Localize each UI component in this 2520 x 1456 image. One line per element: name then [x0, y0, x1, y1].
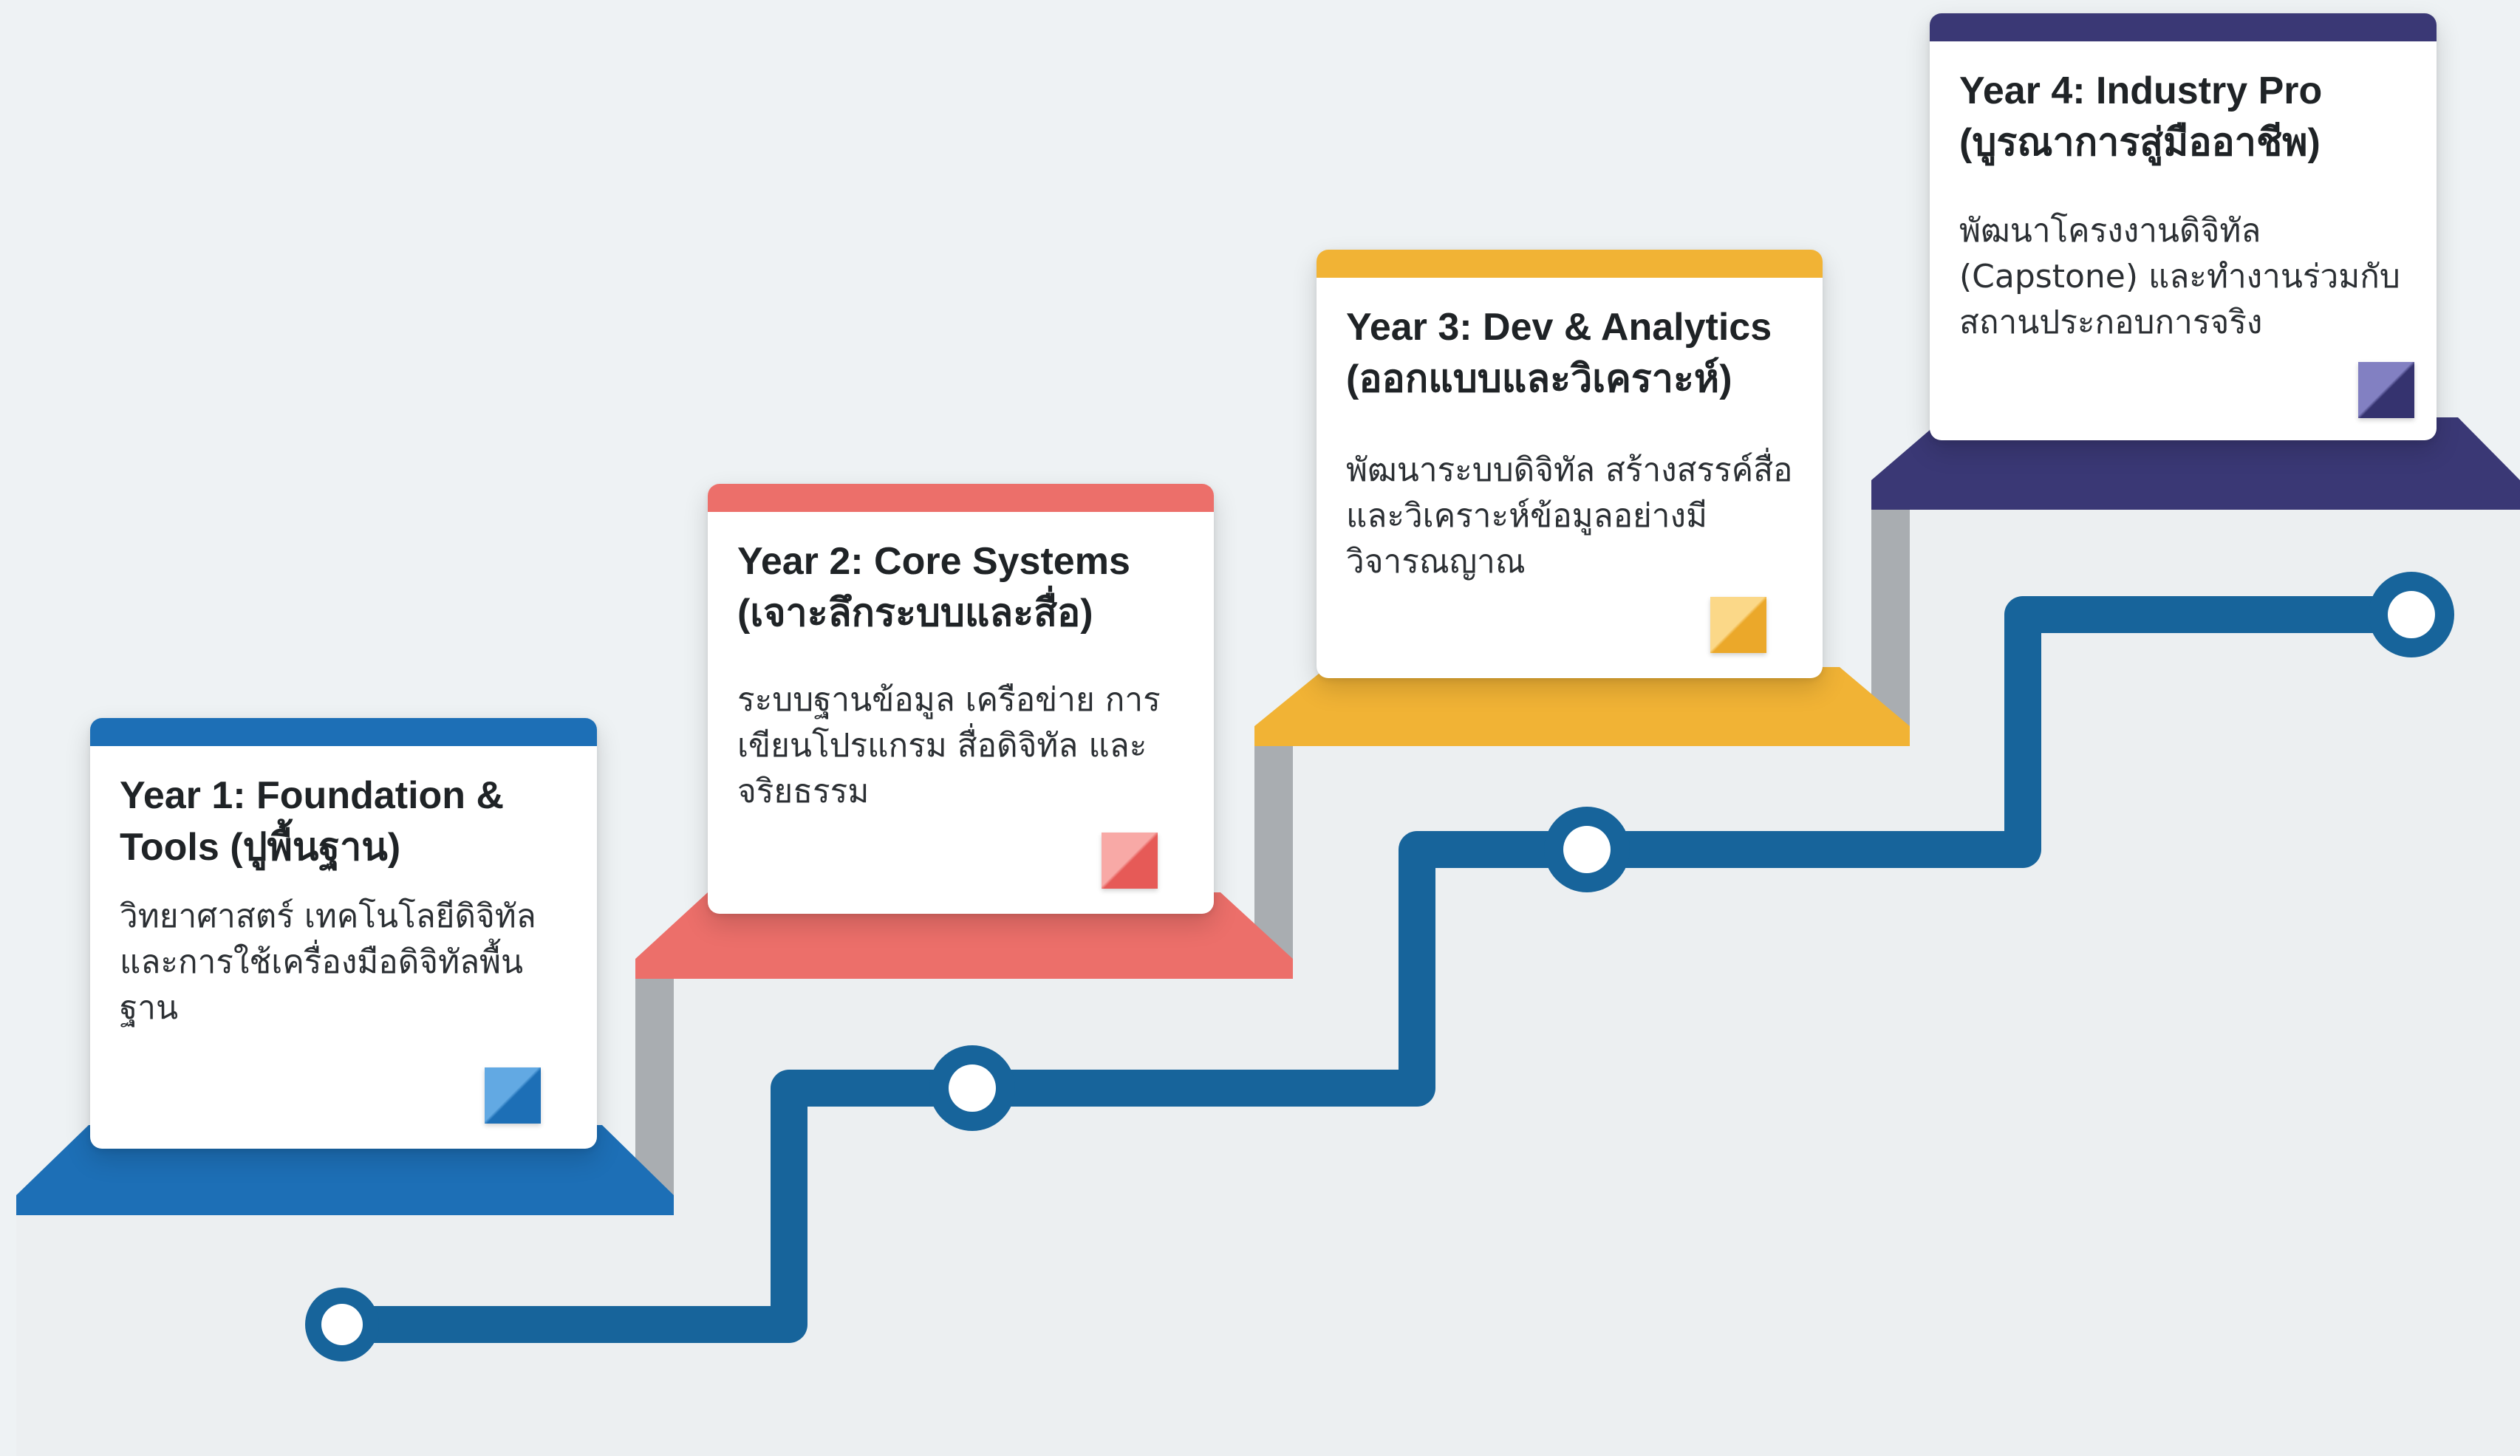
card-description: วิทยาศาสตร์ เทคโนโลยีดิจิทัล และการใช้เค…: [120, 898, 536, 1027]
step-ledge-2: [635, 892, 1293, 979]
step-card-year-4: Year 4: Industry Pro (บูรณาการสู่มืออาชี…: [1930, 13, 2437, 440]
card-description: พัฒนาระบบดิจิทัล สร้างสรรค์สื่อ และวิเคร…: [1346, 451, 1793, 581]
step-ledge-3: [1254, 667, 1910, 746]
path-node-2: [929, 1045, 1015, 1131]
step-card-year-2: Year 2: Core Systems (เจาะลึกระบบและสื่อ…: [708, 484, 1214, 914]
card-accent-bar: [90, 718, 597, 746]
path-node-1: [305, 1288, 379, 1361]
card-accent-bar: [708, 484, 1214, 512]
step-card-year-1: Year 1: Foundation & Tools (ปูพื้นฐาน) ว…: [90, 718, 597, 1149]
card-description: พัฒนาโครงงานดิจิทัล (Capstone) และทำงานร…: [1959, 212, 2400, 341]
path-node-4: [2369, 572, 2454, 657]
progression-path-line: [324, 596, 2430, 1343]
card-accent-bar: [1930, 13, 2437, 41]
purple-square-icon: [2358, 362, 2414, 418]
card-title: Year 2: Core Systems (เจาะลึกระบบและสื่อ…: [737, 540, 1130, 635]
card-title: Year 1: Foundation & Tools (ปูพื้นฐาน): [120, 774, 505, 869]
card-title: Year 4: Industry Pro (บูรณาการสู่มืออาชี…: [1959, 69, 2323, 164]
path-node-3: [1544, 807, 1630, 892]
card-accent-bar: [1317, 250, 1823, 278]
blue-square-icon: [485, 1067, 541, 1124]
step-card-year-3: Year 3: Dev & Analytics (ออกแบบและวิเครา…: [1317, 250, 1823, 678]
card-title: Year 3: Dev & Analytics (ออกแบบและวิเครา…: [1346, 306, 1772, 400]
step-ledge-4: [1871, 417, 2520, 510]
coral-square-icon: [1102, 833, 1158, 889]
card-description: ระบบฐานข้อมูล เครือข่าย การเขียนโปรแกรม …: [737, 681, 1161, 810]
yellow-square-icon: [1710, 597, 1766, 653]
